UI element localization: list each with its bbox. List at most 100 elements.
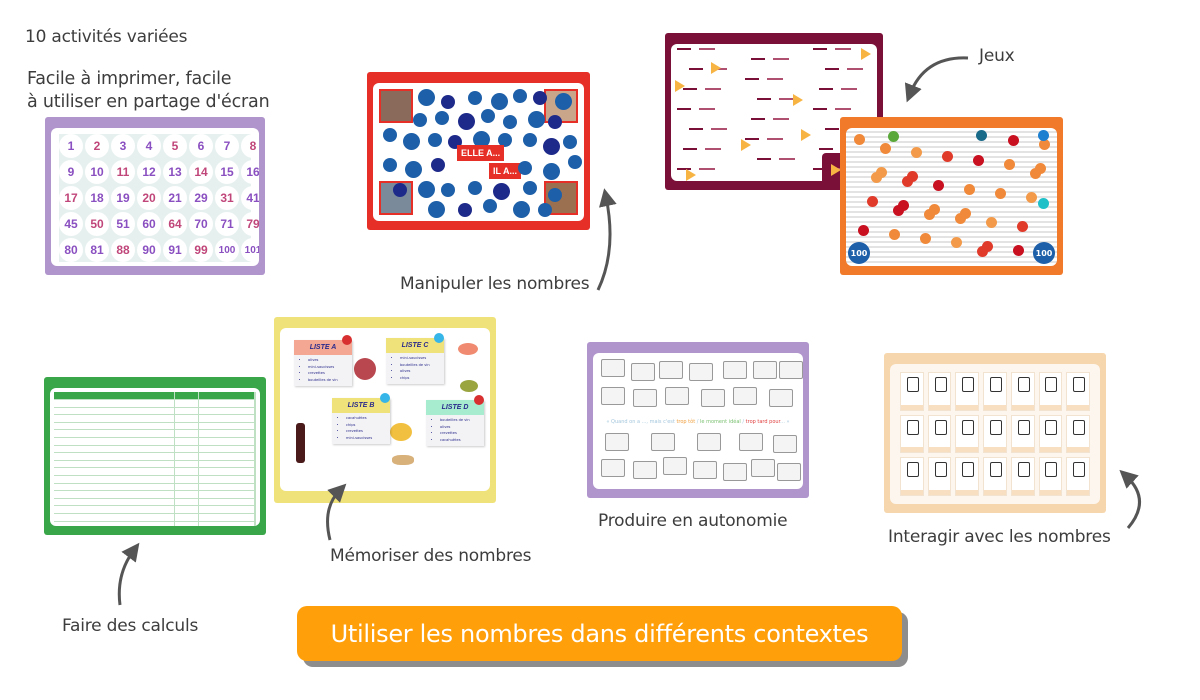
price-row [54,422,257,431]
pictogram [689,363,713,381]
info-bubble [533,91,547,105]
object-drawing [906,462,919,478]
price-cell [54,460,175,469]
price-cell [254,414,257,423]
person-photo [379,89,413,123]
price-cell [54,422,175,431]
object-drawing [1073,377,1086,392]
price-field [956,490,979,495]
maze-number-dot [955,213,966,224]
number-value: 5 [163,134,187,158]
maze-number-dot [1004,159,1015,170]
operation-line [751,58,791,60]
number-value: 9 [59,160,83,184]
price-cell [198,399,255,408]
price-cell [174,460,199,469]
maze-number-dot [933,180,944,191]
number-value: 3 [111,134,135,158]
pin-icon [474,395,484,405]
price-cell [174,498,199,507]
price-cell [254,429,257,438]
info-bubble [418,181,435,198]
price-field [1039,447,1062,453]
number-value: 6 [189,134,213,158]
info-bubble [383,128,397,142]
arrow-calculate [117,542,140,606]
info-bubble [441,183,455,197]
price-cell [174,467,199,476]
object-drawing [1017,462,1030,478]
number-cell: 12 [137,160,161,184]
price-row [54,399,257,408]
price-cell [174,445,199,454]
price-cell [174,407,199,416]
list-item: crevettes [346,428,390,435]
number-value: 70 [189,212,213,236]
number-cell: 91 [163,238,187,262]
triangle-marker [801,129,811,141]
price-row [54,437,257,446]
pictogram [779,361,803,379]
maze-number-dot [1039,139,1050,150]
price-field [1011,404,1034,410]
object-drawing [1045,419,1058,435]
number-cell: 4 [137,134,161,158]
maze-number-dot [911,147,922,158]
number-cell: 80 [59,238,83,262]
price-row [54,483,257,492]
price-cell [198,429,255,438]
price-cell [198,407,255,416]
price-cell [54,452,175,461]
price-cell [174,521,199,526]
object-card [1038,414,1063,454]
chips-image [390,423,412,441]
list-title: LISTE A [294,340,352,355]
price-row [54,414,257,423]
number-cell: 2 [85,134,109,158]
memorize-label: Mémoriser des nombres [330,546,532,566]
price-cell [174,414,199,423]
object-drawing [989,377,1002,392]
price-cell [54,445,175,454]
price-field [984,447,1006,453]
tag-he-has: IL A... [489,163,522,179]
calculate-label: Faire des calculs [62,616,199,636]
number-value: 51 [111,212,135,236]
operation-line [757,158,797,160]
maze-number-dot [1017,221,1028,232]
price-cell [254,445,257,454]
pictogram [651,433,675,451]
triangle-marker [675,80,685,92]
price-field [1067,447,1089,453]
price-cell [54,498,175,507]
number-cell: 1 [59,134,83,158]
maze-number-dot [977,246,988,257]
info-bubble [428,201,445,218]
price-field [984,490,1006,495]
price-field [901,490,923,495]
price-cell [174,505,199,514]
price-cell [198,445,255,454]
shopping-list-note: LISTE Bcacahuèteschipscrevettesmini-sauc… [332,398,390,444]
number-value: 99 [189,238,213,262]
cta-banner[interactable]: Utiliser les nombres dans différents con… [297,606,902,661]
object-drawing [934,419,947,435]
number-cell: 51 [111,212,135,236]
price-cell [174,399,199,408]
pictogram [693,461,717,479]
object-card [900,457,924,496]
number-cell: 100 [215,238,239,262]
number-value: 41 [241,186,259,210]
list-title: LISTE C [386,338,444,353]
number-value: 20 [137,186,161,210]
object-card [955,372,980,411]
list-item: chips [400,375,444,382]
price-cell [198,513,255,522]
info-bubble [548,115,562,129]
number-cell: 41 [241,186,259,210]
price-cell [54,505,175,514]
maze-number-dot [982,241,993,252]
price-field [901,404,923,410]
